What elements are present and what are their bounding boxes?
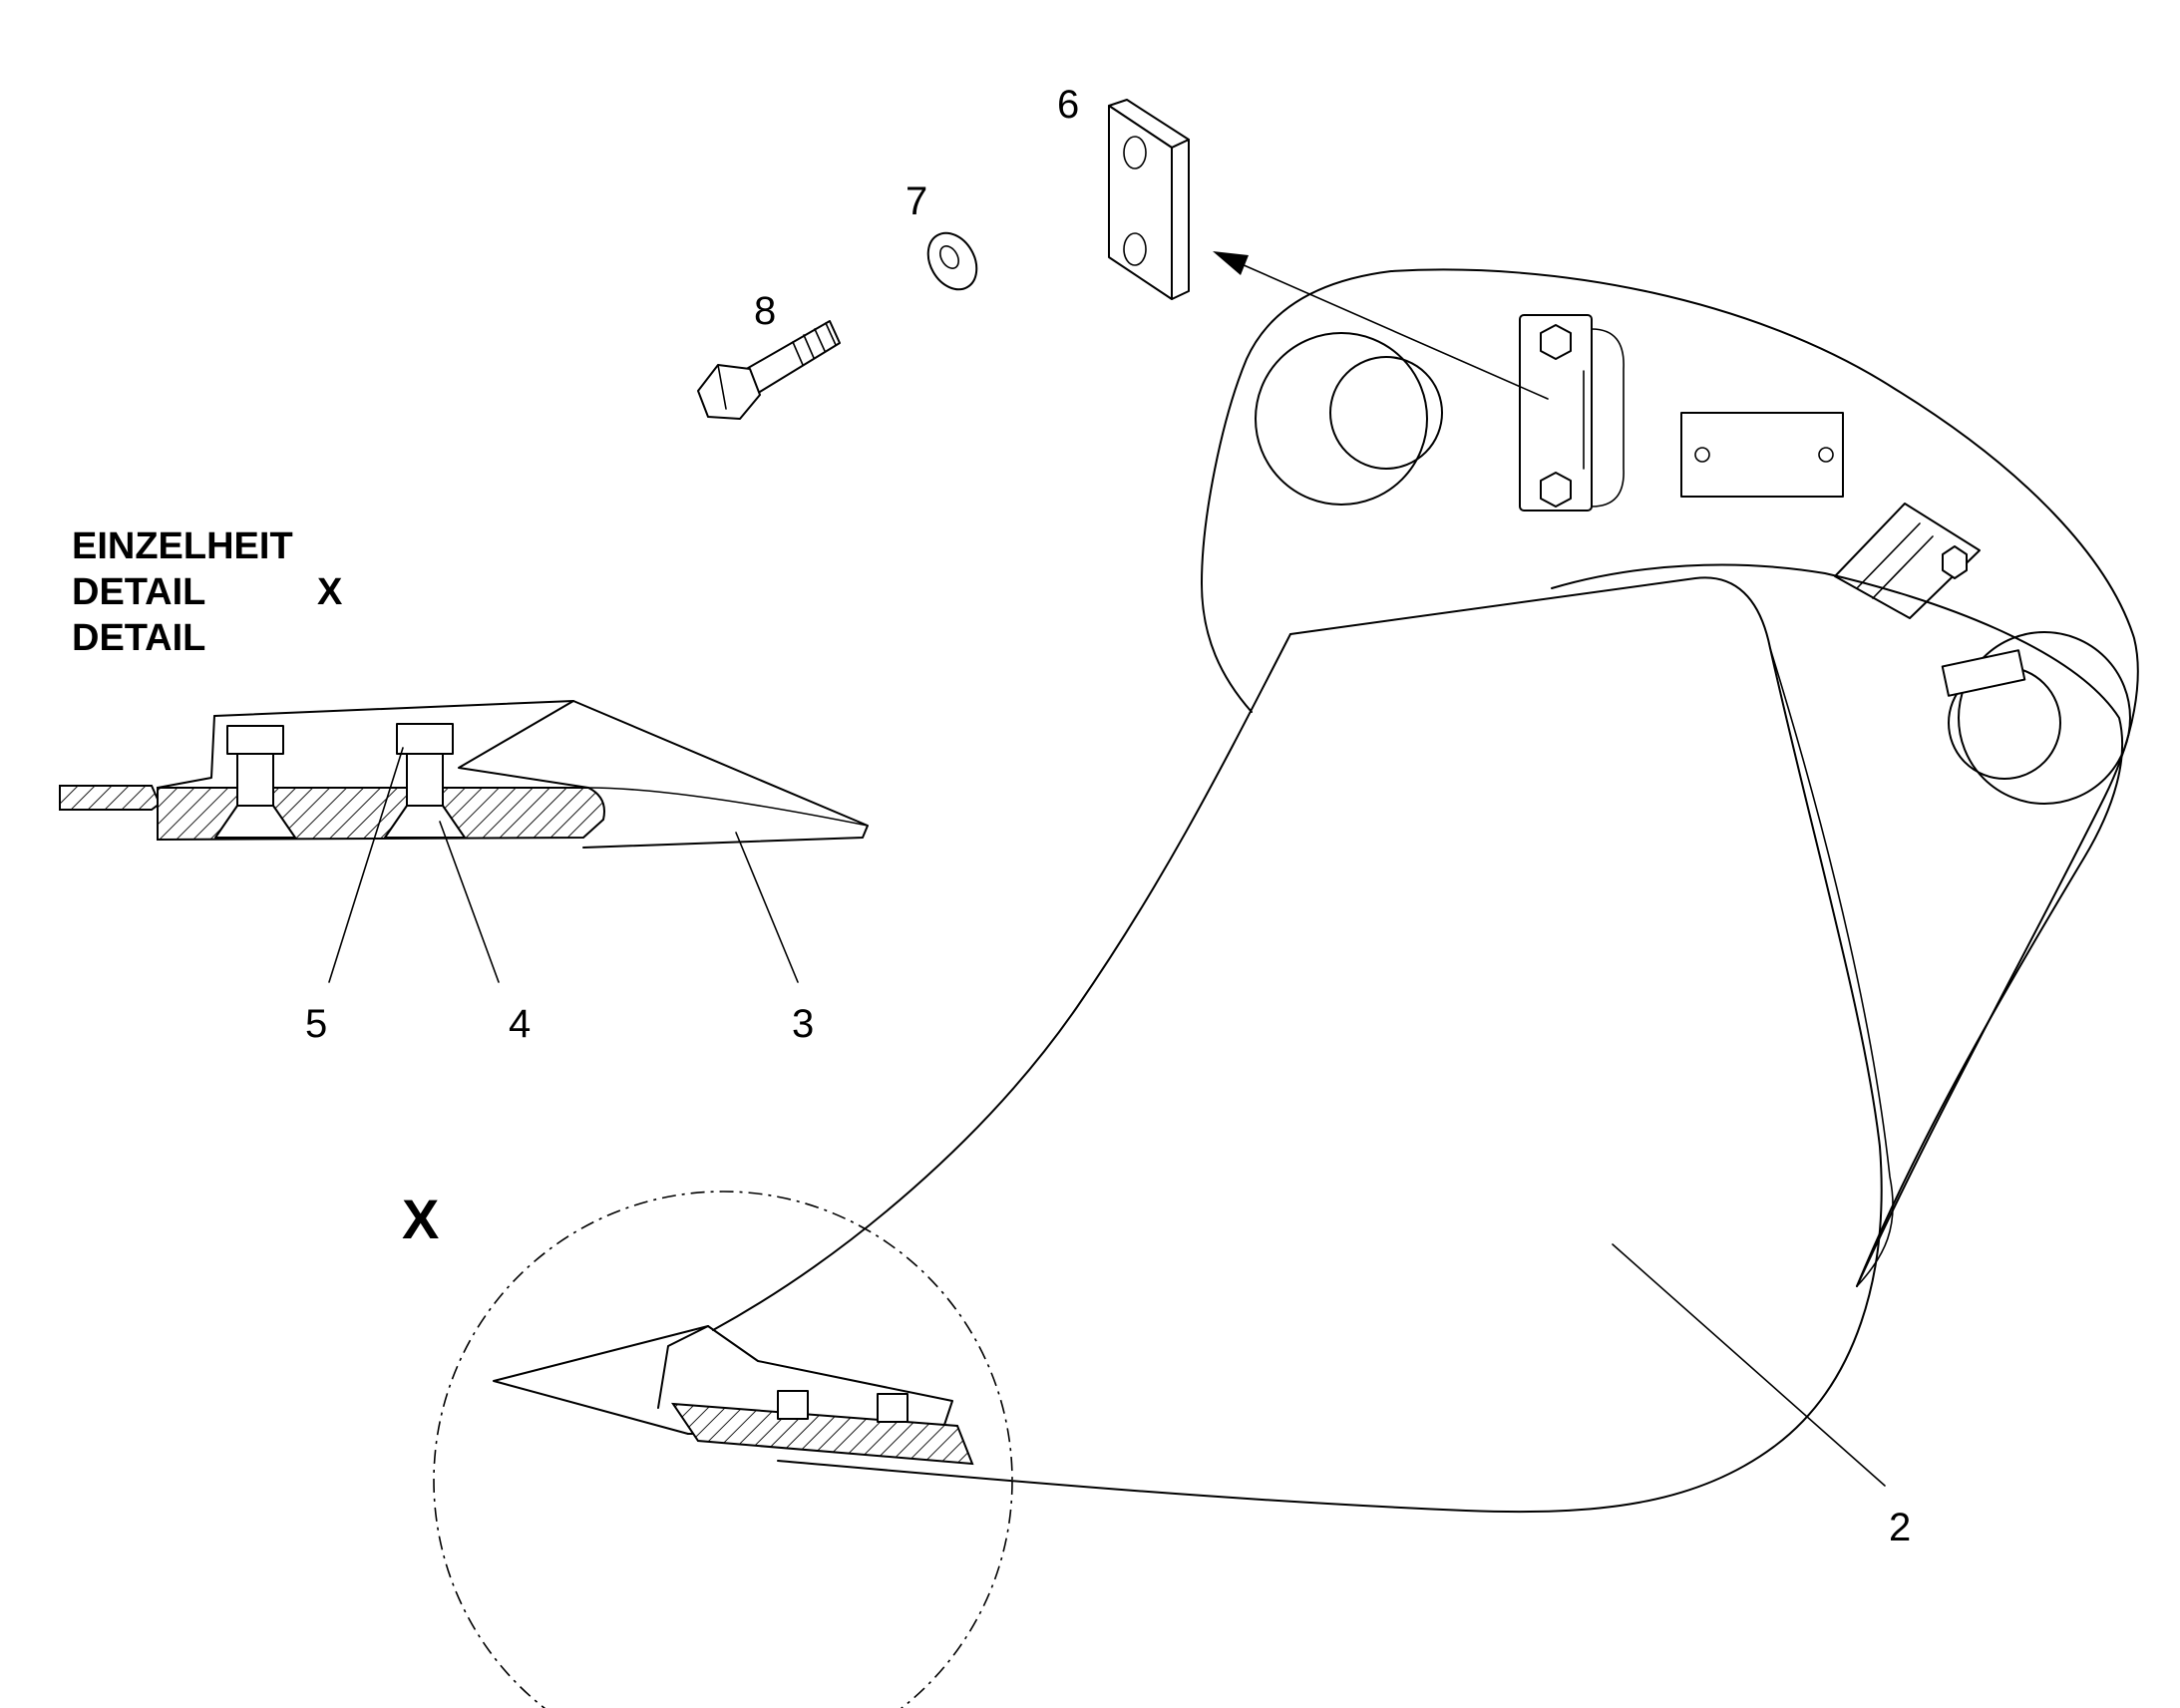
- heading-line-detail-1: DETAIL: [72, 571, 205, 613]
- detail-x-marker: X: [402, 1188, 439, 1250]
- leader-lines: [328, 747, 1886, 1487]
- callout-3: 3: [792, 1002, 814, 1046]
- heading-line-detail-2: DETAIL: [72, 617, 205, 659]
- callout-numbers: 2 3 4 5 6 7 8: [305, 83, 1911, 1549]
- heading-line-einzelheit: EINZELHEIT: [72, 525, 293, 567]
- callout-5: 5: [305, 1002, 327, 1046]
- washer-part-7: [926, 231, 978, 291]
- hex-bolt-part-8: [697, 320, 841, 420]
- plate-part-6: [1108, 99, 1190, 300]
- detail-heading: EINZELHEIT DETAIL DETAIL X: [72, 525, 343, 659]
- callout-8: 8: [754, 289, 776, 333]
- callout-4: 4: [509, 1002, 531, 1046]
- bucket-body: [712, 268, 2139, 1514]
- removal-arrow: [1213, 251, 1549, 400]
- detail-x-circle: [433, 1191, 1013, 1708]
- heading-detail-letter: X: [317, 571, 343, 613]
- callout-6: 6: [1057, 83, 1079, 127]
- detail-section-view: [59, 700, 869, 849]
- callout-7: 7: [906, 179, 927, 223]
- callout-2: 2: [1889, 1506, 1911, 1549]
